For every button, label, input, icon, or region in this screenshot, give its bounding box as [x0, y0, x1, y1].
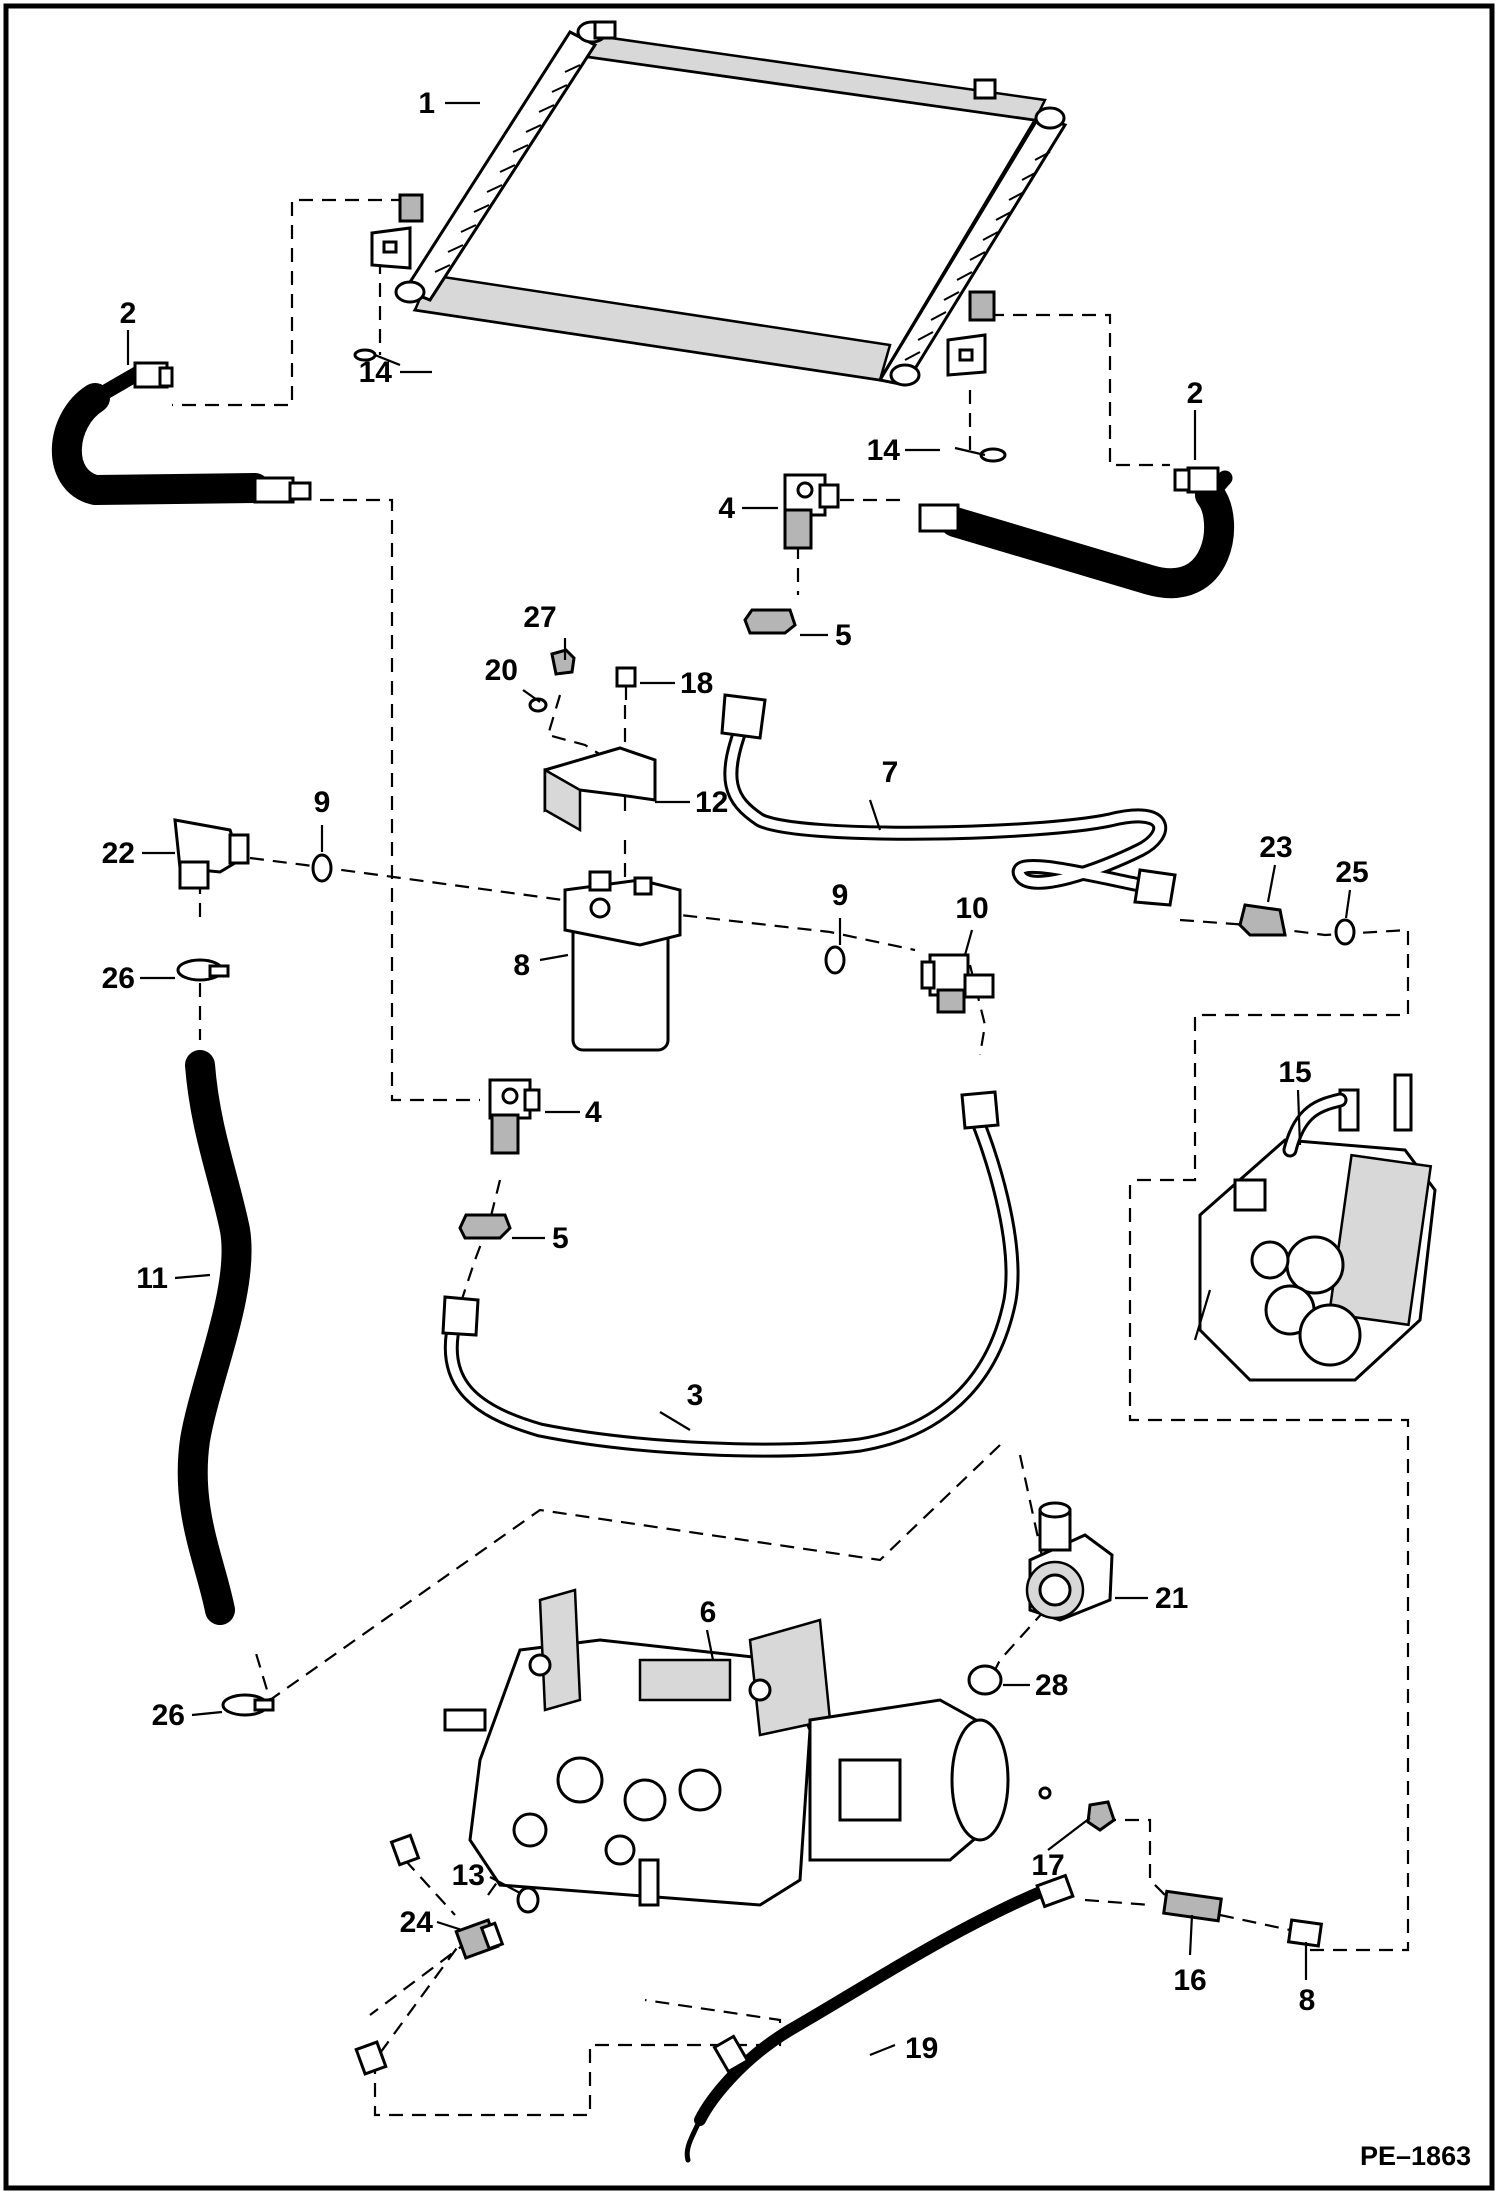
diagram-border — [3, 3, 1495, 2191]
nut-lower — [458, 1213, 512, 1240]
fitting-8-lower — [1286, 1918, 1324, 1948]
callout-c9a: 9 — [314, 786, 331, 819]
hose-right — [918, 466, 1235, 598]
oil-filter — [563, 870, 682, 1052]
washer-17 — [1038, 1786, 1052, 1800]
drawing-code: PE–1863 — [1360, 2141, 1471, 2171]
callout-c9b: 9 — [832, 879, 849, 912]
callout-c27: 27 — [523, 601, 556, 634]
callout-c25: 25 — [1335, 856, 1368, 889]
callout-c8b: 8 — [1299, 1984, 1316, 2017]
callout-c20: 20 — [485, 654, 518, 687]
callout-c8a: 8 — [513, 949, 530, 982]
callout-c5a: 5 — [835, 619, 852, 652]
hydrostatic-pump — [443, 1588, 1010, 1907]
filter-bracket — [543, 746, 657, 833]
callout-c11: 11 — [136, 1262, 168, 1295]
callout-c12: 12 — [695, 786, 728, 819]
callout-c7: 7 — [882, 756, 899, 789]
callout-c14b: 14 — [867, 434, 901, 467]
control-valve — [1193, 1073, 1437, 1382]
leader-lines — [126, 101, 1352, 2057]
elbow-fitting-lower — [488, 1078, 541, 1155]
callout-c23: 23 — [1259, 831, 1292, 864]
tube-upper — [720, 693, 1177, 907]
elbow-fitting-22 — [173, 818, 250, 890]
callout-c17: 17 — [1031, 1849, 1064, 1882]
nut-17 — [1086, 1800, 1116, 1832]
callout-c26b: 26 — [152, 1699, 185, 1732]
o-ring-13 — [516, 1886, 540, 1914]
elbow-21 — [1025, 1501, 1114, 1622]
callout-c6: 6 — [700, 1596, 717, 1629]
callout-c19: 19 — [905, 2032, 938, 2065]
case-drain-hose — [684, 1873, 1075, 2163]
cotter-pin-left — [353, 348, 401, 367]
adapter-fitting — [1238, 903, 1287, 937]
hose-left — [51, 361, 312, 505]
tube-lower — [441, 1090, 1020, 1458]
callout-c4b: 4 — [585, 1096, 602, 1129]
cotter-pin-right — [954, 446, 1007, 463]
oil-cooler — [370, 20, 1068, 387]
callout-c3: 3 — [687, 1379, 704, 1412]
callout-c15: 15 — [1278, 1056, 1311, 1089]
callout-c5b: 5 — [552, 1222, 569, 1255]
o-ring-9-left — [311, 853, 333, 883]
washer-20 — [528, 697, 548, 713]
callout-c28: 28 — [1035, 1669, 1068, 1702]
callout-c2b: 2 — [1187, 377, 1204, 410]
callout-c22: 22 — [102, 837, 135, 870]
hose-clamp-top — [176, 958, 230, 982]
o-ring-28 — [967, 1664, 1003, 1696]
fitting-24 — [354, 1833, 505, 2076]
o-ring-9-right — [824, 945, 846, 975]
callout-c21: 21 — [1155, 1582, 1188, 1615]
callout-c1: 1 — [418, 87, 435, 120]
callout-c2a: 2 — [120, 297, 137, 330]
nut-top — [743, 608, 797, 635]
bolt-18 — [615, 666, 637, 700]
nut-27 — [550, 648, 576, 676]
o-ring-25 — [1334, 918, 1356, 946]
callout-c16: 16 — [1173, 1964, 1206, 1997]
callout-c10: 10 — [955, 892, 988, 925]
callout-c13: 13 — [452, 1859, 485, 1892]
callout-c4a: 4 — [718, 492, 735, 525]
hose-clamp-bottom — [221, 1693, 275, 1717]
callout-c14a: 14 — [359, 356, 393, 389]
elbow-fitting-top — [783, 473, 840, 550]
callout-c18: 18 — [680, 667, 713, 700]
callout-c24: 24 — [400, 1906, 434, 1939]
tee-fitting — [920, 953, 995, 1014]
callout-c26a: 26 — [102, 962, 135, 995]
return-hose — [177, 1050, 252, 1625]
